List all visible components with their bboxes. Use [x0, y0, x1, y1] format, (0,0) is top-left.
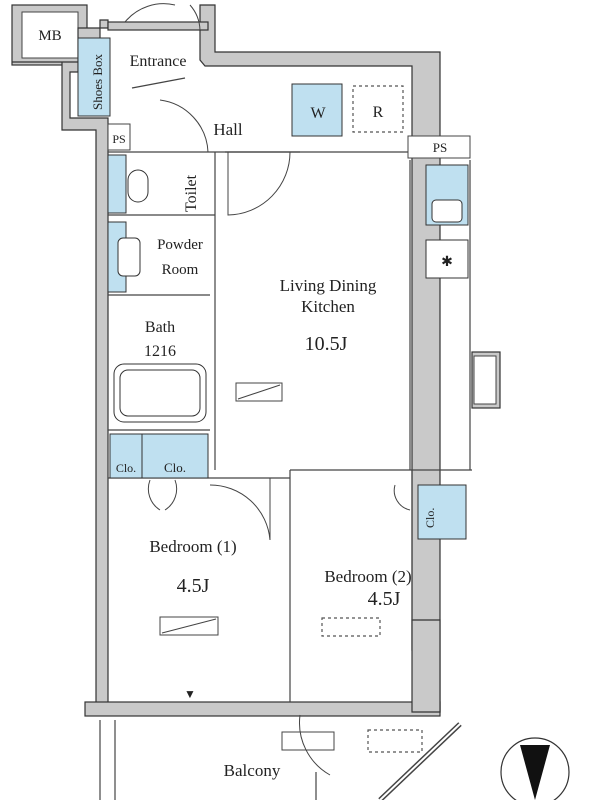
fridge-label: R: [373, 104, 384, 121]
closet3-label: Clo.: [423, 508, 437, 528]
closet2-label: Clo.: [164, 460, 186, 475]
powder-room-label: Powder: [157, 237, 203, 253]
bath-size-label: 1216: [144, 343, 176, 360]
fixtures: Shoes Box W R PS PS Toilet Powder Room B…: [77, 37, 471, 753]
entrance-label: Entrance: [130, 53, 187, 70]
balcony-rail: [99, 720, 462, 800]
toilet-label: Toilet: [183, 174, 200, 212]
partitions: [108, 77, 472, 702]
bedroom2-size: 4.5J: [368, 588, 401, 610]
bedroom1-size: 4.5J: [177, 575, 210, 597]
fridge-area: [352, 85, 404, 133]
washer-area: [291, 83, 343, 137]
walls: [12, 4, 501, 717]
ps-left-label: PS: [112, 132, 125, 146]
ldk-label-2: Kitchen: [301, 297, 355, 316]
svg-text:▼: ▼: [184, 687, 196, 701]
ldk-label: Living Dining: [280, 276, 377, 295]
ldk-size: 10.5J: [305, 333, 348, 355]
hall-label: Hall: [213, 120, 243, 139]
shoes-box: [77, 37, 111, 117]
closet1-label: Clo.: [116, 461, 136, 475]
washer-label: W: [310, 105, 326, 122]
mb-closet: MB: [11, 4, 88, 66]
bedroom2-label: Bedroom (2): [324, 567, 411, 586]
shoes-box-label: Shoes Box: [90, 54, 105, 110]
svg-text:✱: ✱: [441, 255, 453, 270]
north-arrow-icon: [500, 737, 570, 800]
powder-room-label-2: Room: [162, 262, 199, 278]
mb-label: MB: [38, 28, 61, 44]
bedroom1-label: Bedroom (1): [149, 537, 236, 556]
ps-right-label: PS: [433, 140, 447, 155]
bath-label: Bath: [145, 319, 175, 336]
balcony-label: Balcony: [224, 761, 281, 780]
